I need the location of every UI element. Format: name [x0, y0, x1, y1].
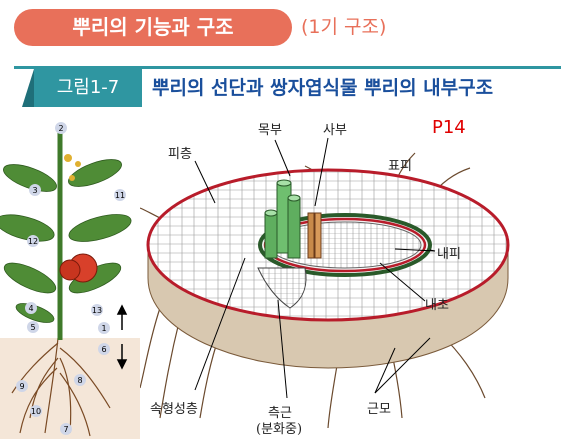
label-lateral-root-note: (분화중) [256, 422, 303, 437]
svg-text:13: 13 [92, 306, 102, 315]
svg-text:10: 10 [31, 407, 41, 416]
label-epidermis: 표피 [388, 159, 412, 174]
svg-text:9: 9 [19, 382, 24, 391]
marker-3: 3 [29, 184, 41, 196]
leader-lines [194, 137, 436, 399]
marker-12: 12 [27, 235, 39, 247]
svg-text:5: 5 [30, 323, 35, 332]
plant-illustration: 2 3 11 12 4 13 5 1 6 9 8 10 7 [0, 122, 140, 439]
marker-1: 1 [98, 322, 110, 334]
marker-11: 11 [114, 189, 126, 201]
svg-text:4: 4 [28, 304, 33, 313]
lateral-root [257, 267, 307, 309]
page-reference: P14 [432, 117, 466, 138]
figure-divider [14, 66, 561, 69]
label-cortex: 피층 [168, 147, 192, 162]
plant-flowers [64, 154, 81, 181]
label-endodermis: 내피 [437, 247, 461, 262]
marker-9: 9 [16, 380, 28, 392]
label-xylem: 목부 [258, 123, 282, 138]
marker-5: 5 [27, 321, 39, 333]
xylem-columns [264, 179, 301, 259]
label-lateral-root: 측근 [268, 406, 292, 421]
label-phloem: 사부 [323, 123, 347, 138]
svg-text:6: 6 [101, 345, 106, 354]
marker-2: 2 [55, 122, 67, 134]
tomato-fruit-2 [59, 259, 81, 281]
marker-6: 6 [98, 343, 110, 355]
marker-7: 7 [60, 423, 72, 435]
svg-text:11: 11 [115, 191, 125, 200]
marker-10: 10 [30, 405, 42, 417]
root-cross-section [140, 137, 510, 429]
growth-arrows [116, 304, 128, 370]
label-pericycle: 내초 [425, 298, 449, 313]
plant-leaves [0, 159, 132, 323]
svg-text:8: 8 [77, 376, 82, 385]
svg-text:2: 2 [58, 124, 63, 133]
phloem-columns [307, 212, 322, 259]
marker-4: 4 [25, 302, 37, 314]
marker-8: 8 [74, 374, 86, 386]
label-cambium: 속형성층 [150, 402, 198, 417]
figure-title: 뿌리의 선단과 쌍자엽식물 뿌리의 내부구조 [152, 77, 494, 99]
label-root-hair: 근모 [367, 402, 391, 417]
section-title: 뿌리의 기능과 구조 [14, 9, 292, 46]
svg-text:7: 7 [63, 425, 68, 434]
plant-markers: 2 3 11 12 4 13 5 1 6 9 8 10 7 [16, 122, 126, 435]
section-subtitle: (1기 구조) [301, 16, 387, 38]
svg-text:1: 1 [101, 324, 106, 333]
figure-tag: 그림1-7 [22, 69, 142, 107]
plant-roots [11, 337, 111, 437]
svg-text:12: 12 [28, 237, 38, 246]
marker-13: 13 [91, 304, 103, 316]
svg-text:3: 3 [32, 186, 37, 195]
